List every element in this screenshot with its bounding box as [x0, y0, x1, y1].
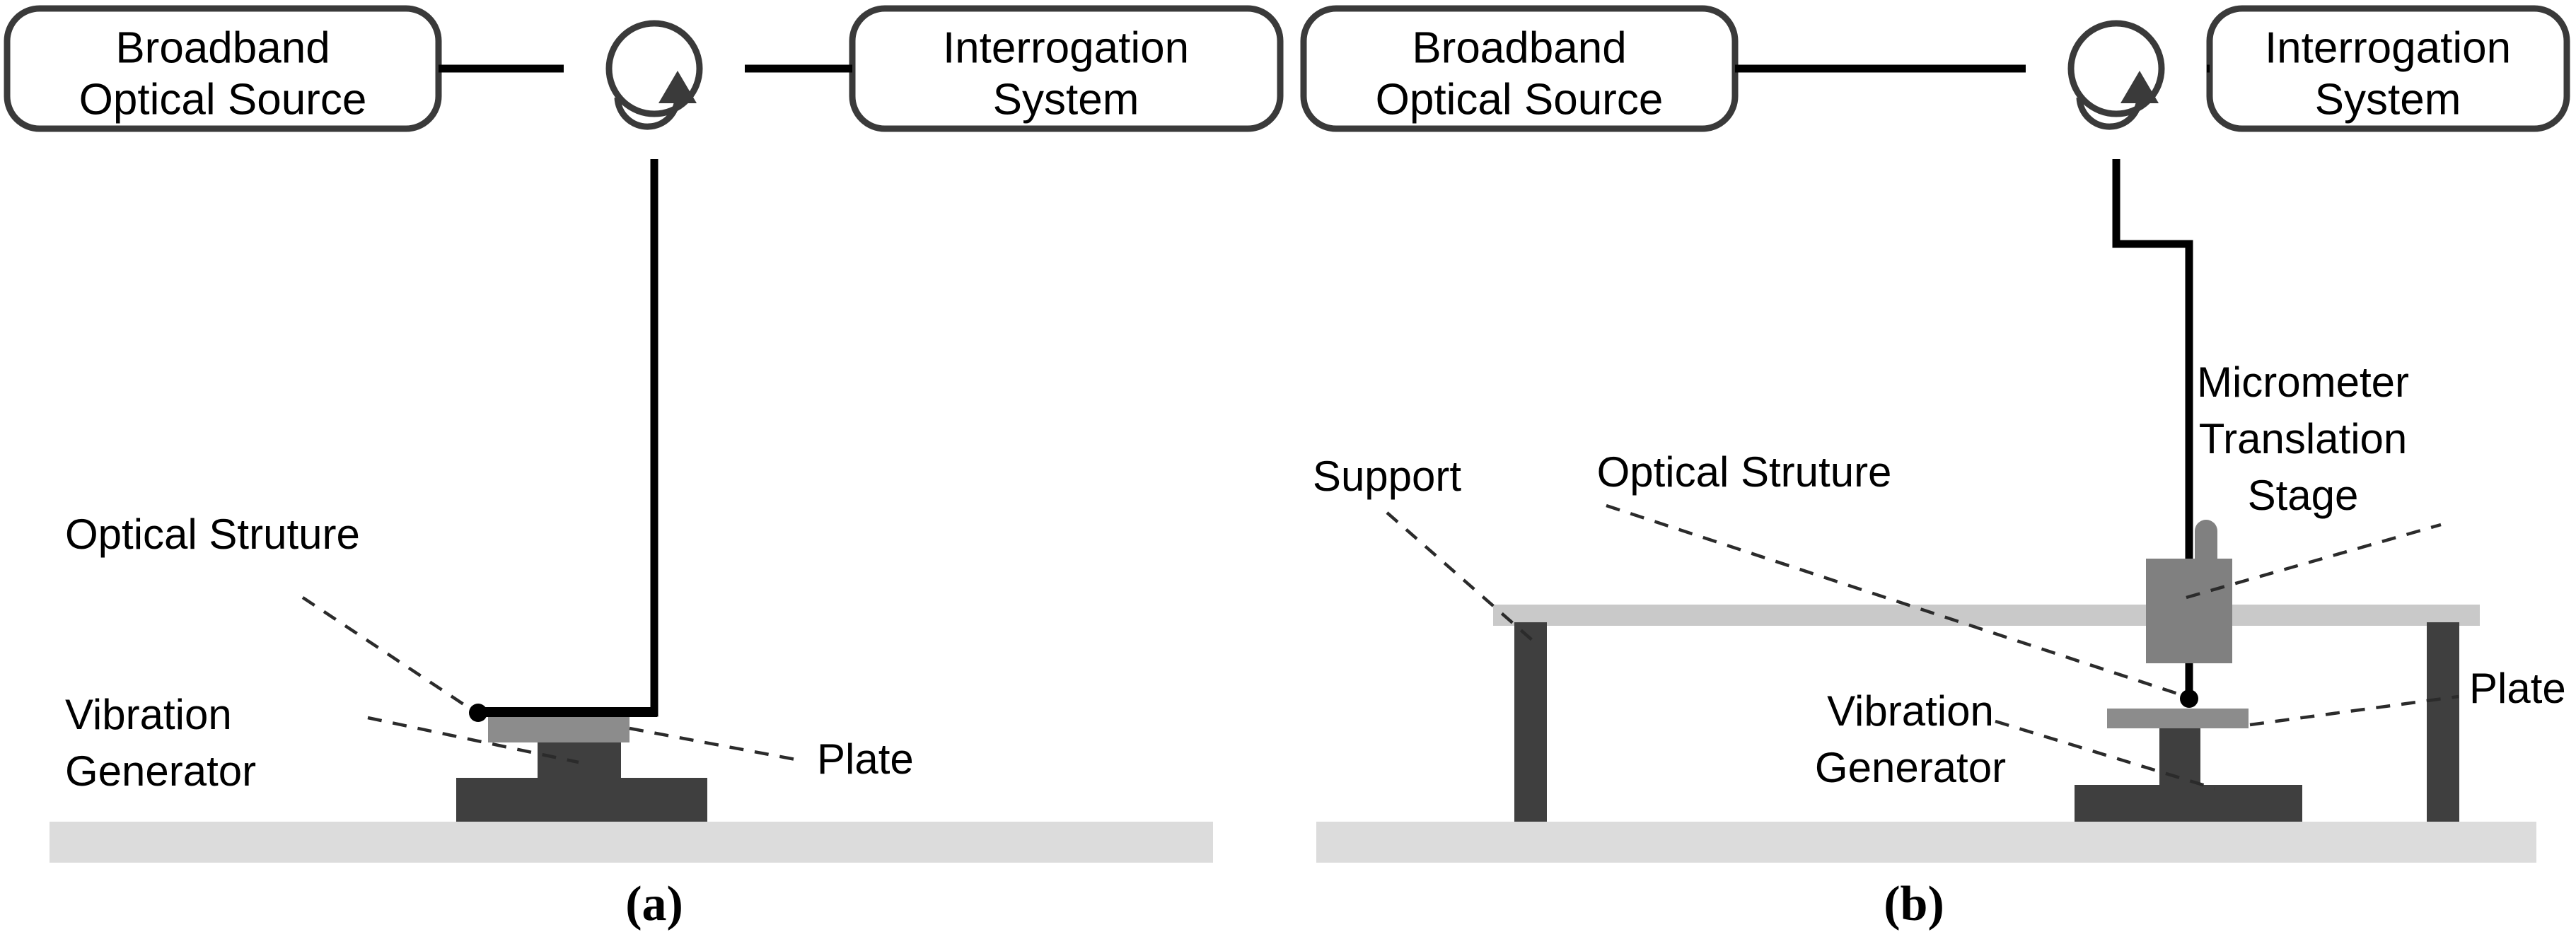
leader-translation-stage: [2186, 523, 2442, 600]
optical-circulator: [2067, 20, 2165, 130]
support-beam: [1493, 605, 2480, 626]
broadband-optical-source-line1: Broadband: [115, 23, 330, 72]
fiber-tip-dot: [2180, 689, 2198, 708]
callout-vibration-generator-line1: Vibration: [1827, 687, 1994, 735]
callout-optical-structure: Optical Struture: [65, 511, 360, 558]
callout-support: Support: [1313, 453, 1461, 500]
broadband-optical-source-line1: Broadband: [1412, 23, 1626, 72]
leader-support: [1386, 511, 1533, 641]
shaker-base: [2075, 785, 2302, 822]
leader-plate: [2249, 694, 2459, 727]
fiber-circulator-to-structure: [559, 159, 658, 717]
broadband-optical-source-line2: Optical Source: [79, 75, 367, 124]
leader-vibration-generator: [1995, 719, 2215, 791]
leader-dot-optical-structure: [469, 704, 487, 722]
interrogation-system-line2: System: [993, 75, 1139, 124]
panel-a: Broadband Optical Source Interrogation S…: [4, 5, 1284, 931]
callout-vibration-generator-line1: Vibration: [65, 691, 232, 738]
leader-optical-structure: [1606, 503, 2187, 699]
optical-circulator: [605, 20, 703, 130]
interrogation-system-line1: Interrogation: [943, 23, 1189, 72]
callout-optical-structure: Optical Struture: [1597, 448, 1892, 496]
callout-vibration-generator-line2: Generator: [1815, 744, 2006, 791]
callout-translation-stage-line1: Micrometer: [2197, 359, 2409, 406]
callout-plate: Plate: [817, 735, 914, 783]
callout-translation-stage-line3: Stage: [2248, 472, 2359, 519]
callout-vibration-generator-line2: Generator: [65, 747, 256, 795]
callout-plate: Plate: [2469, 665, 2566, 712]
leader-plate: [629, 726, 800, 762]
optical-structure-bar: [478, 707, 657, 717]
leader-vibration-generator: [367, 716, 579, 764]
shaker-base: [456, 778, 707, 822]
broadband-optical-source-box: Broadband Optical Source: [4, 5, 442, 132]
panel-caption-a: (a): [625, 877, 683, 931]
translation-stage-block: [2146, 559, 2232, 663]
panel-b: Broadband Optical Source Interrogation S…: [1300, 5, 2570, 931]
ground-bar: [50, 822, 1213, 863]
broadband-optical-source-box: Broadband Optical Source: [1300, 5, 1739, 132]
interrogation-system-line1: Interrogation: [2265, 23, 2511, 72]
broadband-optical-source-line2: Optical Source: [1376, 75, 1664, 124]
fiber-circulator-to-tip: [2112, 159, 2193, 695]
interrogation-system-box: Interrogation System: [849, 5, 1284, 132]
panel-caption-b: (b): [1884, 877, 1944, 931]
plate-bar: [2107, 709, 2249, 728]
plate-bar: [488, 713, 630, 742]
callout-translation-stage-line2: Translation: [2199, 415, 2408, 462]
interrogation-system-line2: System: [2315, 75, 2461, 124]
interrogation-system-box: Interrogation System: [2206, 5, 2570, 132]
leader-optical-structure: [301, 596, 477, 713]
support-leg-right: [2427, 622, 2459, 822]
shaker-column: [2159, 727, 2200, 786]
ground-bar: [1316, 822, 2536, 863]
support-leg-left: [1514, 622, 1547, 822]
